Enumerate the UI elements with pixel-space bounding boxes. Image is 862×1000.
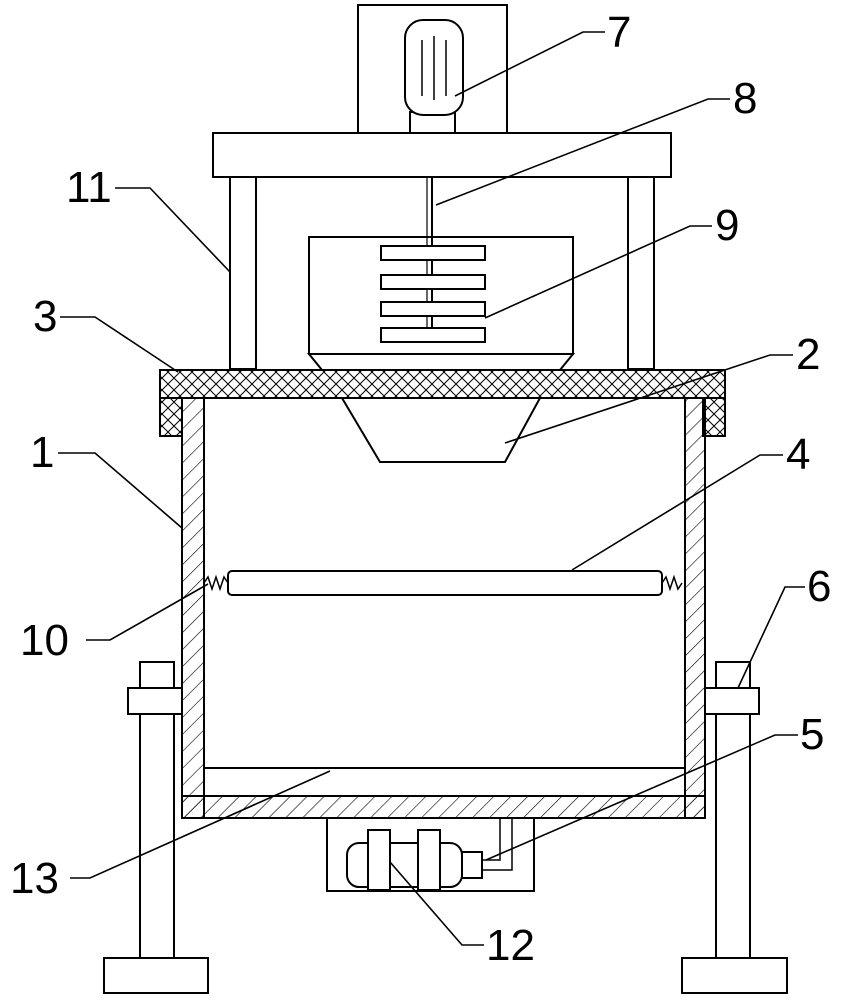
leader-lines <box>58 31 805 946</box>
spring-left <box>203 574 229 592</box>
label-12: 12 <box>486 921 535 970</box>
label-4: 4 <box>786 430 810 479</box>
label-3: 3 <box>33 292 57 341</box>
label-10: 10 <box>20 616 69 665</box>
filter-plate <box>203 767 686 797</box>
lid <box>159 369 726 399</box>
legs <box>103 661 788 994</box>
label-11: 11 <box>66 163 112 212</box>
top-motor-assembly <box>357 4 508 134</box>
bottom-motor-assembly <box>326 817 535 892</box>
label-1: 1 <box>30 428 54 477</box>
top-crossbar <box>212 132 672 178</box>
roller <box>227 570 663 596</box>
bottom-motor <box>346 842 463 888</box>
label-6: 6 <box>807 562 831 611</box>
stirring-blades <box>380 245 486 343</box>
label-2: 2 <box>796 330 820 379</box>
spring-right <box>661 574 683 592</box>
label-13: 13 <box>10 854 59 903</box>
label-7: 7 <box>607 8 631 57</box>
label-8: 8 <box>733 74 757 123</box>
label-5: 5 <box>800 710 824 759</box>
support-column-left <box>229 176 257 370</box>
part-labels: 7 8 9 11 3 2 1 4 10 6 5 13 12 <box>10 8 831 970</box>
discharge-funnel <box>340 397 542 463</box>
support-column-right <box>627 176 655 370</box>
label-9: 9 <box>715 201 739 250</box>
hopper-bottom <box>306 353 576 371</box>
